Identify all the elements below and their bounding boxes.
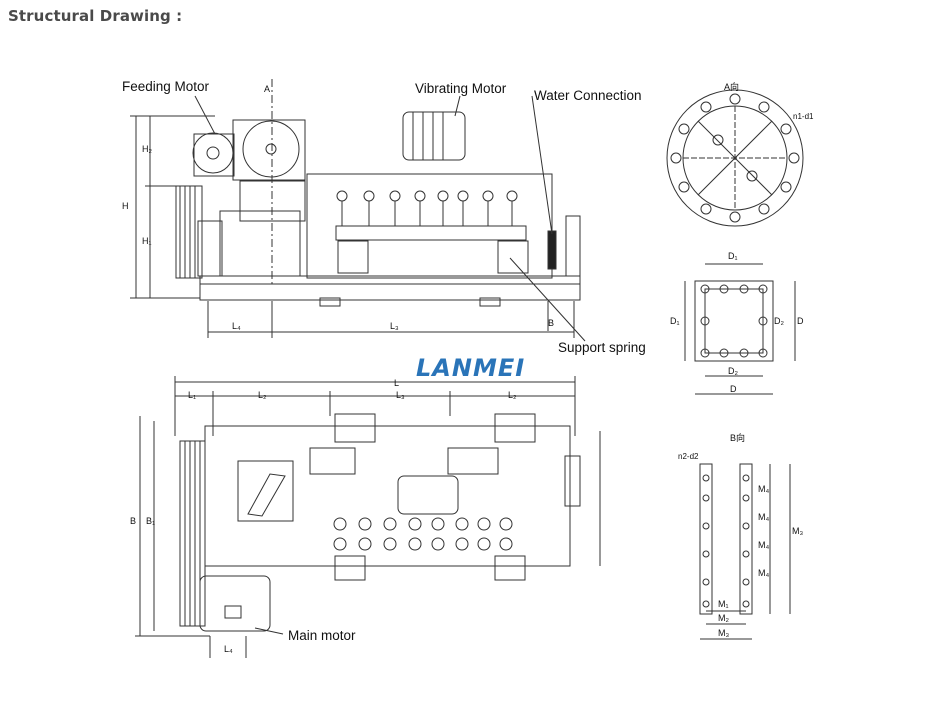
water-connection xyxy=(547,230,557,270)
support-spring-right xyxy=(497,240,529,274)
base-frame xyxy=(199,275,581,301)
brand-logo: LANMEI xyxy=(416,354,526,382)
dim-m1: M₁ xyxy=(718,599,729,609)
dim-d2-side: D₂ xyxy=(774,316,784,326)
page-title: Structural Drawing : xyxy=(8,7,183,25)
plan-flywheel xyxy=(179,440,206,627)
vibrating-motor xyxy=(402,111,466,161)
label-feeding-motor: Feeding Motor xyxy=(122,79,210,94)
dim-b1: B₁ xyxy=(146,516,156,526)
dim-b: B xyxy=(130,516,137,526)
dim-d-side: D xyxy=(797,316,804,326)
flange-outer xyxy=(666,89,804,227)
view-b xyxy=(699,463,791,640)
rail-right xyxy=(739,463,753,615)
dim-l1: L₁ xyxy=(188,390,197,400)
main-motor xyxy=(199,575,271,632)
dim-m3: M₃ xyxy=(718,628,730,638)
dim-l: L xyxy=(394,378,400,388)
dim-l3: L₃ xyxy=(390,321,399,331)
dim-l3b: L₃ xyxy=(396,390,405,400)
dim-m4a: M₄ xyxy=(758,484,770,494)
dim-d: D xyxy=(730,384,737,394)
label-main-motor: Main motor xyxy=(288,628,356,643)
view-a-title: A向 xyxy=(724,82,740,92)
feeding-motor-pulley xyxy=(192,132,234,174)
label-support-spring: Support spring xyxy=(558,340,646,355)
dim-h: H xyxy=(122,201,129,211)
dim-m2: M₂ xyxy=(718,613,729,623)
paddles xyxy=(336,190,518,226)
dim-n2d2: n2-d2 xyxy=(678,452,699,461)
dim-h1: H₁ xyxy=(142,236,152,246)
plan-paddles xyxy=(333,517,513,551)
view-a-flange xyxy=(666,89,804,227)
drawing-svg xyxy=(130,79,804,658)
dim-h2: H₂ xyxy=(142,144,152,154)
dim-l2a: L₂ xyxy=(258,390,267,400)
dim-d1-side: D₁ xyxy=(670,316,680,326)
side-elevation xyxy=(130,79,586,342)
view-a-rect xyxy=(684,263,796,395)
dim-b-arrow: B xyxy=(548,318,555,328)
header: Structural Drawing : xyxy=(0,0,938,36)
dim-n1d1: n1-d1 xyxy=(793,112,814,121)
structural-drawing: A H H₁ H₂ L₄ L₃ B L L₁ L₂ L₃ L₂ B B₁ L₄ … xyxy=(0,36,938,727)
support-spring-left xyxy=(337,240,369,274)
gearbox-wheel xyxy=(242,120,300,178)
dim-m4c: M₄ xyxy=(758,540,770,550)
view-b-title: B向 xyxy=(730,433,746,443)
plan-view xyxy=(135,376,601,658)
dim-d1: D₁ xyxy=(728,251,738,261)
label-vibrating-motor: Vibrating Motor xyxy=(415,81,507,96)
dim-a: A xyxy=(264,84,271,94)
dim-l2b: L₂ xyxy=(508,390,517,400)
rail-left xyxy=(699,463,713,615)
rect-flange xyxy=(694,280,774,362)
plan-body xyxy=(204,425,571,567)
flywheel xyxy=(175,185,203,279)
dim-m4b: M₄ xyxy=(758,512,770,522)
dim-l4b: L₄ xyxy=(224,644,233,654)
trough xyxy=(306,173,553,279)
dim-m4d: M₄ xyxy=(758,568,770,578)
label-water-connection: Water Connection xyxy=(534,88,642,103)
dim-d2: D₂ xyxy=(728,366,738,376)
dim-m3-side: M₃ xyxy=(792,526,804,536)
dim-l4: L₄ xyxy=(232,321,241,331)
